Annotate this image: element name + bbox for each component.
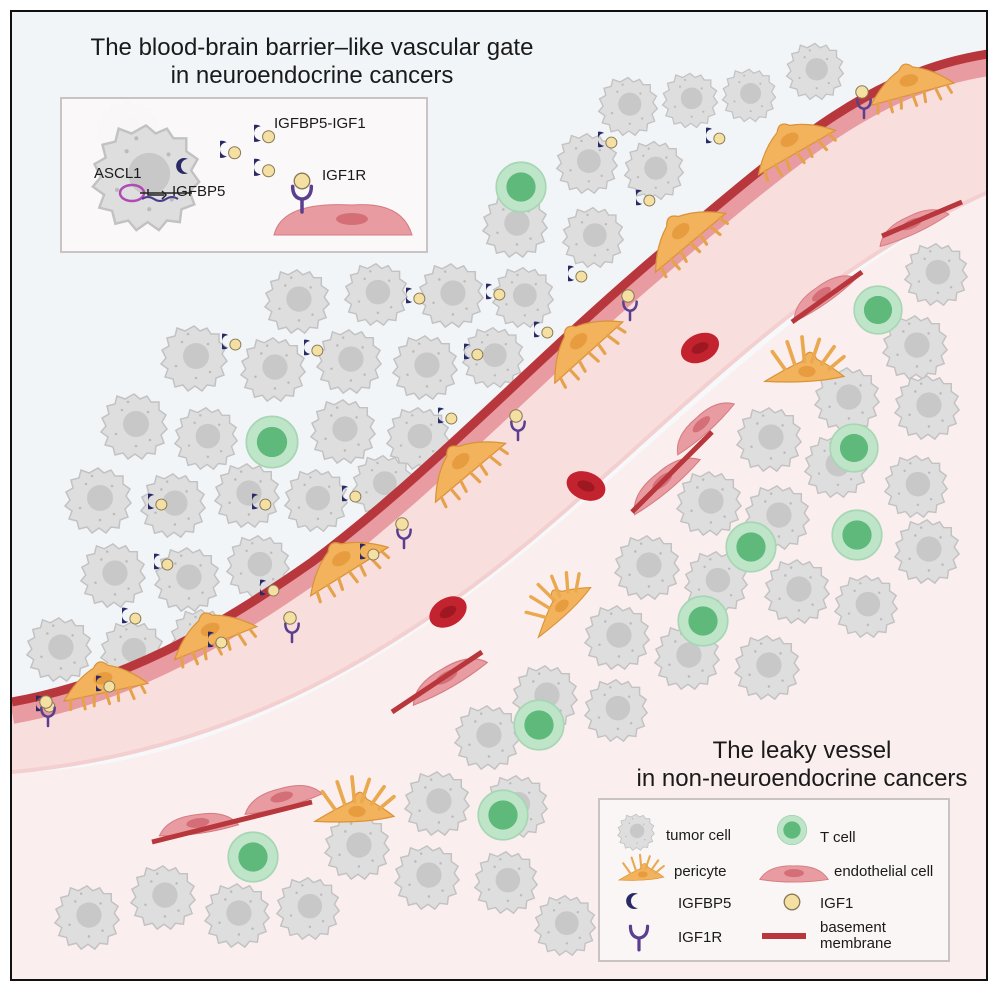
legend-igf1-label: IGF1: [820, 895, 854, 912]
legend-tumor-cell-icon: [617, 813, 655, 851]
legend-igfbp5-label: IGFBP5: [678, 895, 732, 912]
figure-frame: The blood-brain barrier–like vascular ga…: [10, 10, 988, 981]
title-neuroendocrine-line1: The blood-brain barrier–like vascular ga…: [90, 34, 534, 61]
title-non-neuroendocrine: The leaky vessel in non-neuroendocrine c…: [632, 737, 972, 794]
title-non-neuroendocrine-line2: in non-neuroendocrine cancers: [636, 765, 968, 793]
title-neuroendocrine-line2: in neuroendocrine cancers: [170, 62, 454, 90]
legend-endothelial-cell-label: endothelial cell: [834, 863, 934, 880]
mechanism-inset-drawing: [91, 124, 413, 236]
complex-icon: [220, 140, 242, 160]
igf1-icon: [293, 172, 311, 190]
igfbp5-gene-label: IGFBP5: [172, 183, 226, 200]
ascl1-label: ASCL1: [94, 165, 142, 182]
complex-icon: [254, 158, 276, 178]
legend-basement-membrane-label: basement membrane: [820, 919, 892, 952]
complex-icon: [254, 124, 276, 144]
legend-symbols: [617, 813, 829, 952]
non-neuroendocrine-tissue-zone: [12, 193, 986, 979]
igfbp5-icon: [176, 158, 188, 174]
endothelial-cells-leaky: [151, 199, 963, 845]
legend-pericyte-icon: [617, 853, 665, 882]
legend-tumor-cell-label: tumor cell: [666, 827, 732, 844]
legend-igf1-icon: [783, 893, 801, 911]
title-neuroendocrine: The blood-brain barrier–like vascular ga…: [52, 34, 572, 91]
title-non-neuroendocrine-line1: The leaky vessel: [712, 737, 892, 764]
mechanism-inset: ASCL1 IGFBP5 IGFBP5-IGF1 IGF1R: [60, 97, 428, 253]
igf1r-label: IGF1R: [322, 167, 367, 184]
legend-endothelial-cell-icon: [759, 865, 829, 883]
legend-igfbp5-icon: [626, 893, 638, 909]
legend: tumor cell T cell pericyte endothelial c…: [598, 798, 950, 962]
legend-igf1r-icon: [628, 924, 650, 952]
basement-membrane-top: [12, 49, 986, 707]
complex-label: IGFBP5-IGF1: [274, 115, 366, 132]
dna-helix-icon: [141, 196, 179, 202]
legend-t-cell-icon: [776, 814, 808, 846]
legend-pericyte-label: pericyte: [674, 863, 727, 880]
legend-t-cell-label: T cell: [820, 829, 856, 846]
legend-igf1r-label: IGF1R: [678, 929, 723, 946]
